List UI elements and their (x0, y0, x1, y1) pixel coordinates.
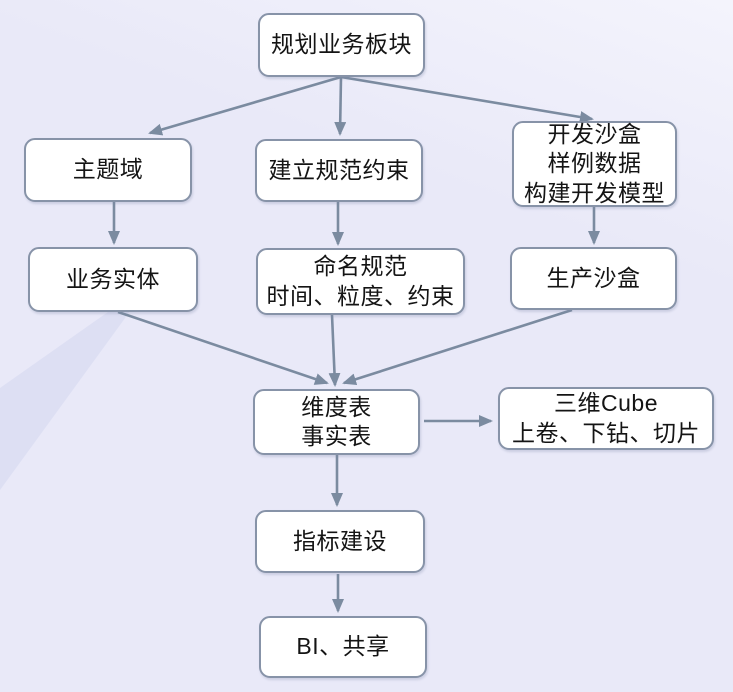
node-naming-convention: 命名规范 时间、粒度、约束 (256, 248, 465, 315)
node-label: 生产沙盒 (546, 264, 641, 291)
edge-plan-constraint (334, 76, 347, 136)
node-prod-sandbox: 生产沙盒 (510, 247, 677, 310)
node-label: 开发沙盒 样例数据 构建开发模型 (524, 120, 665, 206)
background-band (0, 281, 152, 490)
node-label: 建立规范约束 (268, 156, 410, 183)
node-3d-cube: 三维Cube 上卷、下钻、切片 (498, 387, 714, 450)
node-label: 命名规范 时间、粒度、约束 (266, 253, 455, 309)
node-dimension-fact-tables: 维度表 事实表 (253, 389, 420, 455)
node-label: 指标建设 (293, 527, 387, 554)
node-subject-domain: 主题域 (24, 138, 192, 202)
node-dev-sandbox: 开发沙盒 样例数据 构建开发模型 (512, 121, 677, 207)
node-label: 主题域 (72, 156, 144, 183)
node-label: BI、共享 (296, 633, 390, 660)
edge-entity-dim-fact (117, 310, 329, 385)
edge-plan-dev-sandbox (340, 75, 594, 123)
node-label: 业务实体 (66, 265, 160, 292)
node-plan-business-sections: 规划业务板块 (258, 13, 425, 77)
node-label: 规划业务板块 (271, 31, 412, 58)
node-establish-constraints: 建立规范约束 (255, 139, 423, 202)
edge-plan-subject (148, 75, 342, 136)
edge-prod-dim-fact (342, 308, 573, 386)
node-label: 三维Cube 上卷、下钻、切片 (512, 390, 700, 446)
node-bi-sharing: BI、共享 (259, 616, 427, 678)
edge-naming-dim-fact (328, 314, 341, 387)
node-business-entity: 业务实体 (28, 247, 198, 312)
node-metric-building: 指标建设 (255, 510, 425, 573)
node-label: 维度表 事实表 (301, 393, 372, 449)
